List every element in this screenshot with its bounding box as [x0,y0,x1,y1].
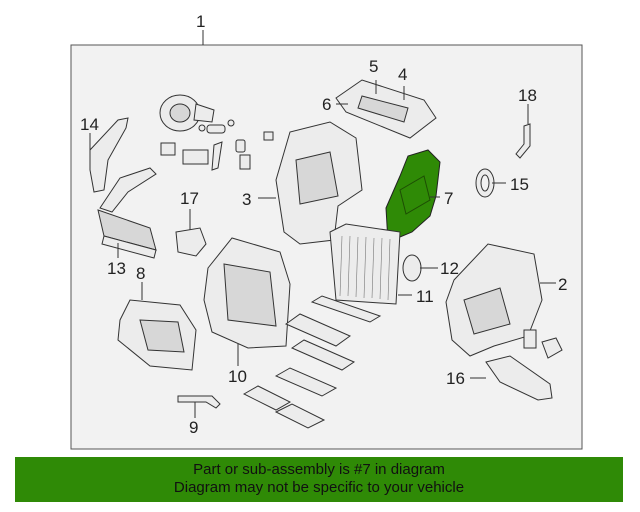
callout-9: 9 [189,418,198,437]
part-14-bracket[interactable] [89,117,129,193]
banner-line-2: Diagram may not be specific to your vehi… [173,479,465,496]
callout-15: 15 [510,175,529,194]
callout-3: 3 [242,190,251,209]
part-8-blower-housing[interactable] [117,282,197,371]
callout-6: 6 [322,95,331,114]
part-11-evaporator[interactable] [329,223,412,305]
callout-13: 13 [107,259,126,278]
part-16-duct[interactable] [470,355,553,401]
part-2-blower-unit[interactable] [445,243,556,357]
callout-7: 7 [444,189,453,208]
banner-line-1: Part or sub-assembly is #7 in diagram [193,461,445,478]
callout-14: 14 [80,115,99,134]
part-12-gasket[interactable] [402,254,438,282]
callout-8: 8 [136,264,145,283]
callout-4: 4 [398,65,407,84]
callout-5: 5 [369,57,378,76]
callout-18: 18 [518,86,537,105]
part-18-sensor[interactable] [515,104,531,159]
part-small-clips-right[interactable] [523,329,563,359]
callout-12: 12 [440,259,459,278]
part-4-upper-cover[interactable] [335,79,437,139]
callout-17: 17 [180,189,199,208]
part-3-case-left[interactable] [258,121,363,245]
callout-16: 16 [446,369,465,388]
part-15-seal[interactable] [475,168,506,198]
part-9-drain-hose[interactable] [177,395,221,418]
callout-1: 1 [196,12,205,31]
callout-2: 2 [558,275,567,294]
part-small-fan-assembly[interactable] [159,94,274,171]
part-filters[interactable] [242,295,382,429]
part-13-heater-core[interactable] [97,167,157,259]
callout-11: 11 [416,287,434,306]
part-17-actuator[interactable] [175,209,207,257]
fitment-notice-banner: Part or sub-assembly is #7 in diagram Di… [15,457,623,502]
part-10-case-half[interactable] [203,237,291,366]
callout-10: 10 [228,367,247,386]
